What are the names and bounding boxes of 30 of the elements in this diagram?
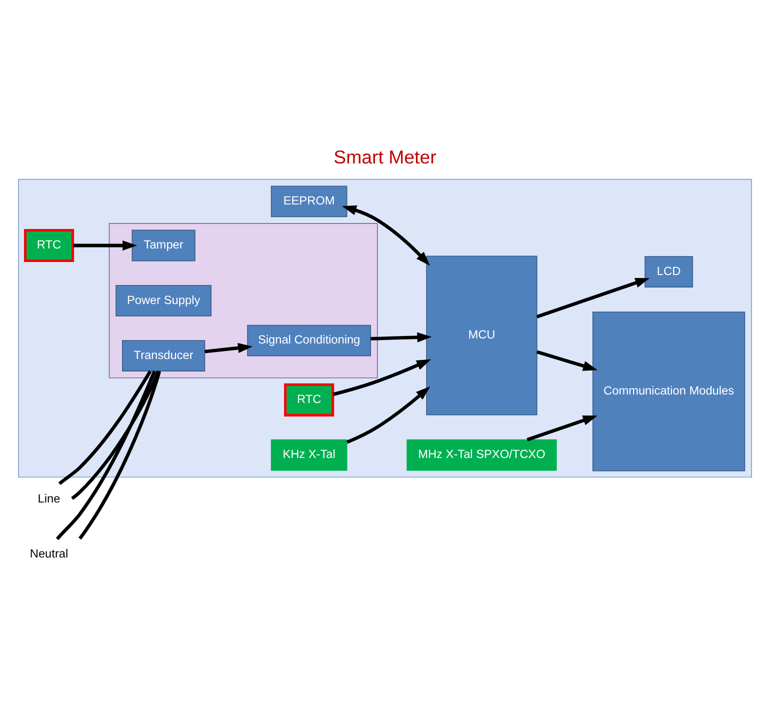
node-box: LCD xyxy=(644,256,693,288)
arrow xyxy=(204,342,253,354)
arrow xyxy=(536,350,598,371)
node-box: MHz X-Tal SPXO/TCXO xyxy=(406,439,557,471)
arrow xyxy=(370,332,432,342)
cluster xyxy=(18,178,752,478)
arrow xyxy=(346,386,430,444)
node-box: RTC xyxy=(284,383,334,416)
node-box: Communication Modules xyxy=(592,312,746,472)
arrow xyxy=(536,278,650,318)
node-box: MCU xyxy=(426,256,538,416)
arrow xyxy=(72,240,138,251)
node-box: Transducer xyxy=(122,340,206,372)
arrow xyxy=(342,205,430,266)
arrow xyxy=(332,359,432,396)
node-text: Neutral xyxy=(30,546,68,560)
node-box: EEPROM xyxy=(270,186,348,218)
diagram-title: Smart Meter xyxy=(334,146,436,168)
arrow xyxy=(526,416,598,442)
node-box: Signal Conditioning xyxy=(247,324,371,356)
connector xyxy=(78,370,162,540)
node-box: Tamper xyxy=(132,230,196,262)
cluster xyxy=(108,223,378,378)
node-text: Line xyxy=(38,491,60,506)
connector xyxy=(58,370,152,486)
connector xyxy=(71,370,160,500)
node-box: RTC xyxy=(24,228,74,262)
node-box: KHz X-Tal xyxy=(270,439,348,471)
connector xyxy=(56,370,156,540)
node-box: Power Supply xyxy=(116,284,212,316)
